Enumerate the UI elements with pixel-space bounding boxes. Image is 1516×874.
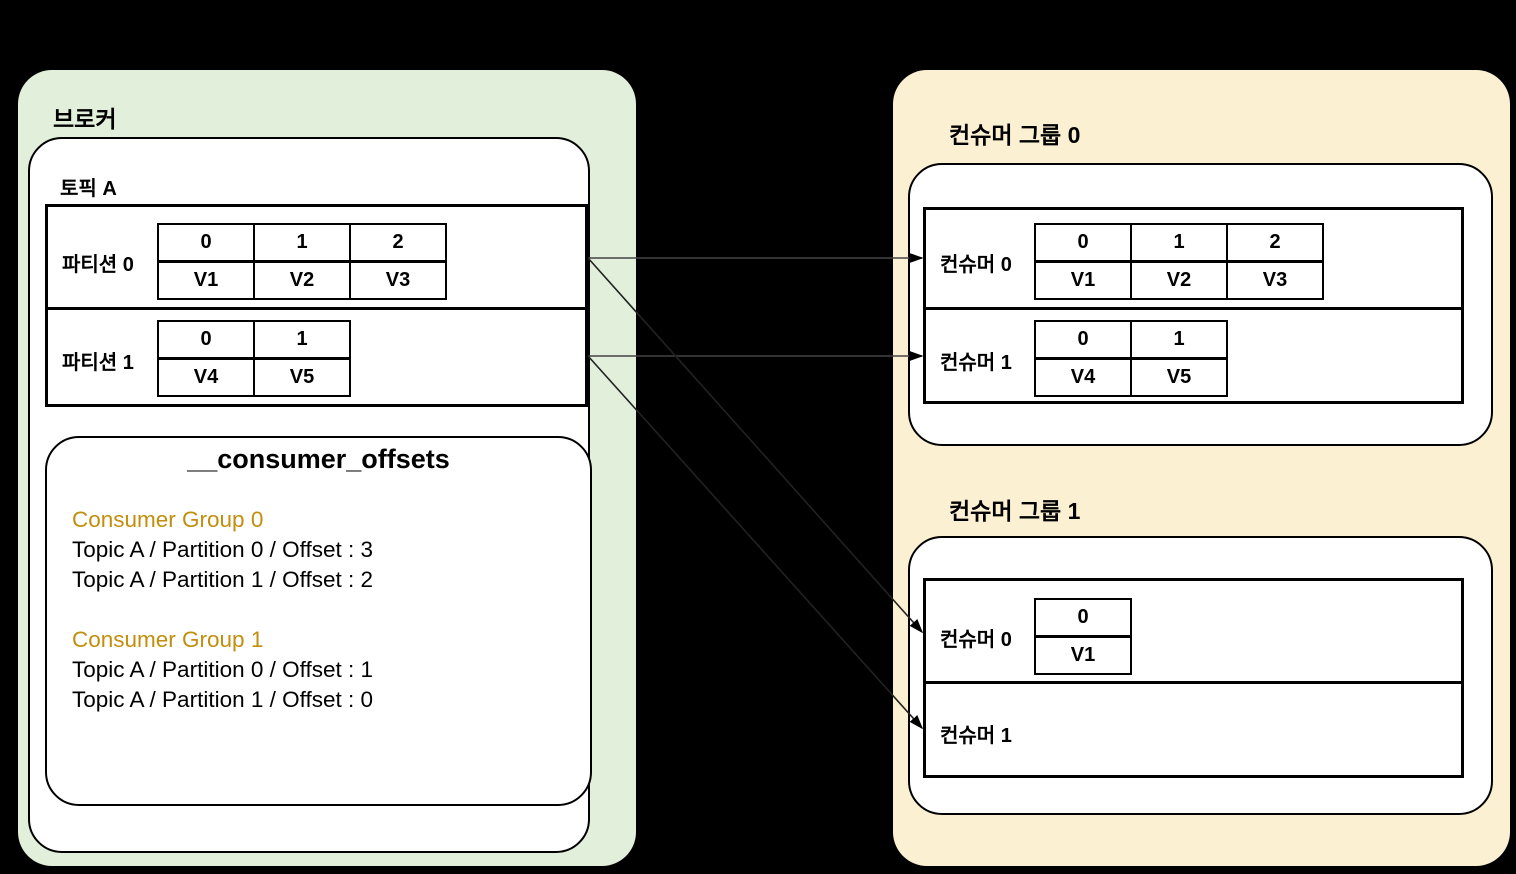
cg0-consumer-1-table: 0 1 V4 V5 bbox=[1034, 320, 1228, 397]
consumer-group-1-box bbox=[908, 536, 1493, 815]
table-row-offsets: 0 1 2 bbox=[157, 223, 447, 263]
consumer-offsets-box bbox=[45, 436, 592, 806]
consumer-group-1-frame bbox=[923, 578, 1464, 778]
value-cell: V3 bbox=[1226, 260, 1324, 300]
offset-cell: 0 bbox=[157, 223, 255, 263]
partition-1-table: 0 1 V4 V5 bbox=[157, 320, 351, 397]
consumer-divider bbox=[926, 681, 1461, 684]
topic-a-label: 토픽 A bbox=[60, 178, 117, 200]
cg0-consumer-1-label: 컨슈머 1 bbox=[940, 352, 1012, 374]
partition-0-table: 0 1 2 V1 V2 V3 bbox=[157, 223, 447, 300]
value-cell: V1 bbox=[1034, 635, 1132, 675]
offset-cell: 0 bbox=[157, 320, 255, 360]
offsets-group-line: Topic A / Partition 1 / Offset : 0 bbox=[72, 687, 373, 712]
offset-cell: 1 bbox=[253, 223, 351, 263]
partition-1-label: 파티션 1 bbox=[62, 352, 134, 374]
table-row-values: V4 V5 bbox=[157, 357, 351, 397]
value-cell: V4 bbox=[1034, 357, 1132, 397]
partition-0-label: 파티션 0 bbox=[62, 254, 134, 276]
cg1-consumer-1-label: 컨슈머 1 bbox=[940, 725, 1012, 747]
offsets-group-heading: Consumer Group 0 bbox=[72, 507, 264, 532]
offset-cell: 0 bbox=[1034, 223, 1132, 263]
value-cell: V2 bbox=[253, 260, 351, 300]
offsets-group-heading: Consumer Group 1 bbox=[72, 627, 264, 652]
consumer-group-0-frame bbox=[923, 207, 1464, 404]
table-row-offsets: 0 1 2 bbox=[1034, 223, 1324, 263]
cg1-consumer-0-label: 컨슈머 0 bbox=[940, 629, 1012, 651]
consumer-divider bbox=[926, 307, 1461, 310]
table-row-values: V1 V2 V3 bbox=[157, 260, 447, 300]
consumer-group-0-title: 컨슈머 그룹 0 bbox=[949, 122, 1081, 148]
consumer-offsets-title: __consumer_offsets bbox=[187, 444, 450, 474]
value-cell: V5 bbox=[253, 357, 351, 397]
offsets-group-line: Topic A / Partition 0 / Offset : 1 bbox=[72, 657, 373, 682]
offsets-spacer bbox=[72, 595, 373, 625]
consumer-group-1-title: 컨슈머 그룹 1 bbox=[949, 498, 1081, 524]
partition-frame bbox=[45, 204, 588, 407]
offset-cell: 0 bbox=[1034, 598, 1132, 638]
link-p0-cg1c0 bbox=[587, 257, 924, 634]
cg0-consumer-0-label: 컨슈머 0 bbox=[940, 254, 1012, 276]
offset-cell: 0 bbox=[1034, 320, 1132, 360]
consumer-group-0-box bbox=[908, 163, 1493, 446]
offsets-group-line: Topic A / Partition 0 / Offset : 3 bbox=[72, 537, 373, 562]
offset-cell: 1 bbox=[253, 320, 351, 360]
table-row-values: V1 V2 V3 bbox=[1034, 260, 1324, 300]
cg1-consumer-0-table: 0 V1 bbox=[1034, 598, 1132, 675]
table-row-offsets: 0 bbox=[1034, 598, 1132, 638]
value-cell: V3 bbox=[349, 260, 447, 300]
cg0-consumer-0-table: 0 1 2 V1 V2 V3 bbox=[1034, 223, 1324, 300]
value-cell: V2 bbox=[1130, 260, 1228, 300]
table-row-offsets: 0 1 bbox=[1034, 320, 1228, 360]
offset-cell: 2 bbox=[1226, 223, 1324, 263]
value-cell: V1 bbox=[157, 260, 255, 300]
offset-cell: 1 bbox=[1130, 320, 1228, 360]
offset-cell: 1 bbox=[1130, 223, 1228, 263]
value-cell: V1 bbox=[1034, 260, 1132, 300]
partition-divider bbox=[48, 307, 585, 310]
consumer-offsets-text: Consumer Group 0 Topic A / Partition 0 /… bbox=[72, 505, 373, 715]
offset-cell: 2 bbox=[349, 223, 447, 263]
table-row-values: V4 V5 bbox=[1034, 357, 1228, 397]
value-cell: V4 bbox=[157, 357, 255, 397]
link-p1-cg1c1 bbox=[587, 355, 924, 730]
value-cell: V5 bbox=[1130, 357, 1228, 397]
broker-title: 브로커 bbox=[53, 106, 117, 132]
offsets-group-line: Topic A / Partition 1 / Offset : 2 bbox=[72, 567, 373, 592]
table-row-offsets: 0 1 bbox=[157, 320, 351, 360]
table-row-values: V1 bbox=[1034, 635, 1132, 675]
